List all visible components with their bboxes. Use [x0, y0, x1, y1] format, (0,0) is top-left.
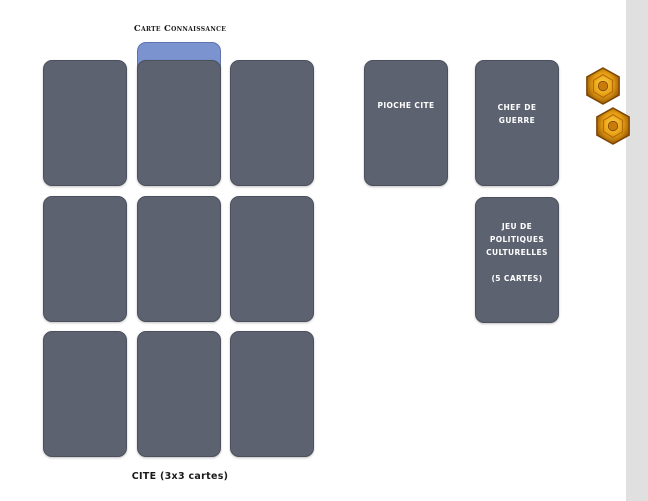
city-card-slot-8[interactable] — [137, 331, 221, 457]
cultural-policies-deck[interactable]: JEU DE POLITIQUES CULTURELLES (5 CARTES) — [475, 197, 559, 323]
city-card-slot-7[interactable] — [43, 331, 127, 457]
scroll-strip — [626, 0, 648, 501]
city-card-slot-1[interactable] — [43, 60, 127, 186]
city-card-slot-4[interactable] — [43, 196, 127, 322]
city-card-slot-9[interactable] — [230, 331, 314, 457]
city-grid-label: CITE (3x3 cartes) — [131, 471, 229, 482]
city-draw-pile-label: PIOCHE CITE — [377, 101, 435, 110]
cultural-policies-deck-label: JEU DE POLITIQUES CULTURELLES (5 CARTES) — [486, 222, 548, 283]
gold-hex-token-icon[interactable] — [584, 67, 622, 105]
city-card-slot-2[interactable] — [137, 60, 221, 186]
city-card-slot-5[interactable] — [137, 196, 221, 322]
knowledge-card-label: Carte Connaissance — [133, 24, 227, 34]
gold-hex-token-icon[interactable] — [594, 107, 632, 145]
city-draw-pile[interactable]: PIOCHE CITE — [364, 60, 448, 186]
warlord-card[interactable]: CHEF DE GUERRE — [475, 60, 559, 186]
city-card-slot-6[interactable] — [230, 196, 314, 322]
city-card-slot-3[interactable] — [230, 60, 314, 186]
warlord-card-label: CHEF DE GUERRE — [497, 103, 537, 125]
